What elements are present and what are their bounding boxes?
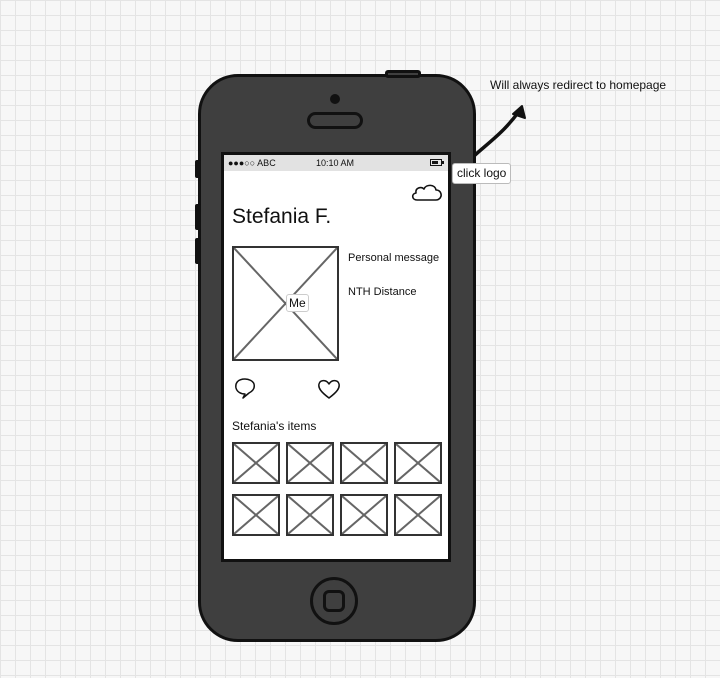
item-thumbnail[interactable] — [286, 494, 334, 536]
image-placeholder-icon — [234, 496, 278, 534]
redirect-annotation: Will always redirect to homepage — [490, 78, 667, 92]
click-logo-callout: click logo — [452, 163, 512, 184]
image-placeholder-icon — [342, 444, 386, 482]
cloud-icon[interactable] — [410, 181, 444, 203]
status-time: 10:10 AM — [316, 158, 355, 168]
heart-icon[interactable] — [317, 378, 341, 400]
phone-screen: ●●●○○ ABC 10:10 AM Stefania F. Me Person… — [221, 152, 451, 562]
status-bar: ●●●○○ ABC 10:10 AM — [224, 155, 448, 171]
distance-label: NTH Distance — [348, 286, 417, 298]
home-button-icon — [323, 590, 345, 612]
items-heading: Stefania's items — [232, 419, 317, 433]
profile-photo[interactable]: Me — [232, 246, 339, 361]
item-thumbnail[interactable] — [340, 442, 388, 484]
home-button[interactable] — [310, 577, 358, 625]
speech-bubble-icon[interactable] — [234, 377, 256, 399]
item-thumbnail[interactable] — [394, 494, 442, 536]
earpiece-speaker — [307, 112, 363, 129]
image-placeholder-icon — [234, 248, 337, 359]
photo-label: Me — [286, 294, 309, 312]
profile-name: Stefania F. — [232, 205, 332, 228]
item-thumbnail[interactable] — [394, 442, 442, 484]
item-thumbnail[interactable] — [232, 442, 280, 484]
front-camera — [330, 94, 340, 104]
item-thumbnail[interactable] — [232, 494, 280, 536]
item-thumbnail[interactable] — [340, 494, 388, 536]
image-placeholder-icon — [396, 496, 440, 534]
phone-top-button — [385, 70, 421, 78]
personal-message: Personal message — [348, 252, 440, 264]
image-placeholder-icon — [288, 496, 332, 534]
image-placeholder-icon — [234, 444, 278, 482]
image-placeholder-icon — [288, 444, 332, 482]
phone-volume-up — [195, 204, 201, 230]
image-placeholder-icon — [396, 444, 440, 482]
status-carrier: ●●●○○ ABC — [228, 158, 276, 168]
item-thumbnail[interactable] — [286, 442, 334, 484]
image-placeholder-icon — [342, 496, 386, 534]
battery-icon — [430, 159, 444, 166]
phone-side-button — [195, 160, 201, 178]
phone-volume-down — [195, 238, 201, 264]
